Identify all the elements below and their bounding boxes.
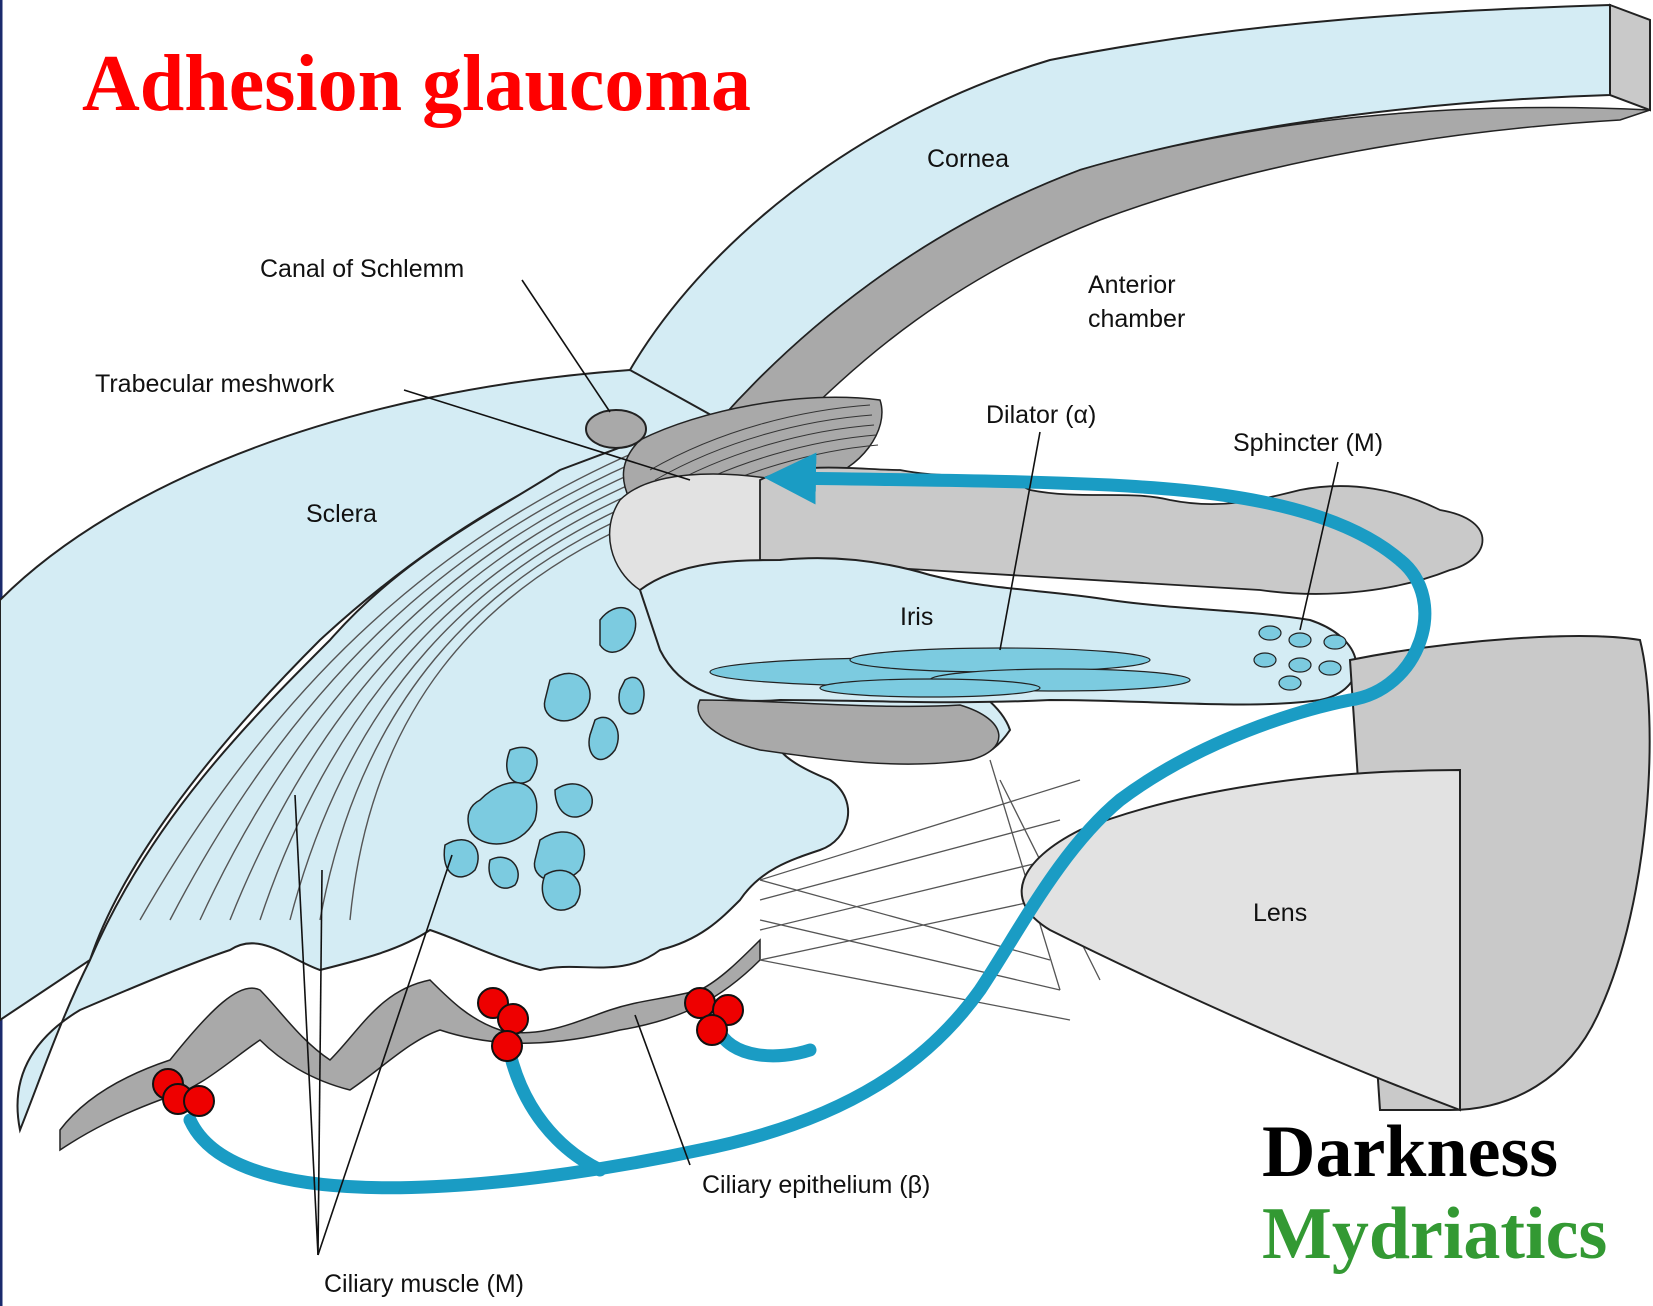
aqueous-flow-branch-1 bbox=[507, 1040, 600, 1170]
mydriatics-label: Mydriatics bbox=[1262, 1193, 1607, 1275]
darkness-label: Darkness bbox=[1262, 1111, 1558, 1193]
title: Adhesion glaucoma bbox=[82, 40, 751, 128]
lens-shape bbox=[1022, 770, 1460, 1110]
cornea-label: Cornea bbox=[927, 145, 1009, 173]
ciliary-muscle-label: Ciliary muscle (M) bbox=[324, 1270, 524, 1298]
sclera-label: Sclera bbox=[306, 500, 377, 528]
anterior-chamber-label-line2: chamber bbox=[1088, 305, 1185, 333]
sphincter-label: Sphincter (M) bbox=[1233, 429, 1383, 457]
canal-of-schlemm-shape bbox=[586, 410, 646, 448]
canal-of-schlemm-label: Canal of Schlemm bbox=[260, 255, 464, 283]
anterior-chamber-label-line1: Anterior bbox=[1088, 271, 1176, 299]
cornea-edge bbox=[1610, 5, 1650, 110]
trabecular-meshwork-label: Trabecular meshwork bbox=[95, 370, 335, 398]
ciliary-epithelium-label: Ciliary epithelium (β) bbox=[702, 1171, 930, 1199]
aqueous-flow-branch-2 bbox=[717, 1027, 810, 1056]
iris-label: Iris bbox=[900, 603, 933, 631]
dilator-label: Dilator (α) bbox=[986, 401, 1096, 429]
lens-label: Lens bbox=[1253, 899, 1307, 927]
